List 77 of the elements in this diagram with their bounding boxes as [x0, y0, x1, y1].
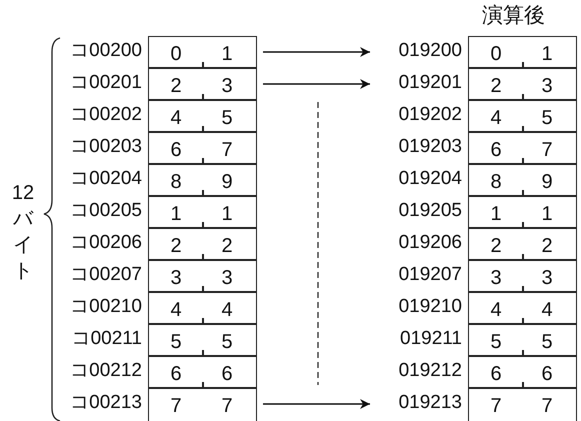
- address-label: 019212: [398, 360, 462, 382]
- digit: 4: [540, 299, 554, 321]
- digit: 3: [220, 267, 234, 289]
- digit: 2: [489, 235, 503, 257]
- address-label: コ00211: [70, 328, 142, 350]
- digit: 2: [540, 235, 554, 257]
- digit: 0: [489, 43, 503, 65]
- address-label: コ00206: [69, 232, 142, 254]
- digit: 4: [489, 107, 503, 129]
- address-label: 019207: [398, 264, 462, 286]
- address-label: コ00210: [69, 296, 142, 318]
- digit: 6: [489, 363, 503, 385]
- digit: 7: [169, 395, 183, 417]
- address-label: コ00203: [69, 136, 142, 158]
- digit: 2: [169, 75, 183, 97]
- digit: 1: [540, 43, 554, 65]
- address-label: 019203: [398, 136, 462, 158]
- digit: 4: [169, 107, 183, 129]
- digit: 5: [540, 331, 554, 353]
- digit: 8: [169, 171, 183, 193]
- address-label: コ00207: [69, 264, 142, 286]
- digit: 7: [540, 139, 554, 161]
- digit: 5: [220, 331, 234, 353]
- address-label: コ00201: [69, 72, 142, 94]
- digit: 1: [220, 43, 234, 65]
- digit: 7: [540, 395, 554, 417]
- digit: 8: [489, 171, 503, 193]
- address-label: 019200: [398, 40, 462, 62]
- address-label: 019213: [398, 392, 462, 414]
- digit: 1: [220, 203, 234, 225]
- address-label: 019210: [398, 296, 462, 318]
- address-label: 019204: [398, 168, 462, 190]
- digit: 3: [169, 267, 183, 289]
- digit: 7: [489, 395, 503, 417]
- address-label: コ00205: [69, 200, 142, 222]
- digit: 7: [220, 139, 234, 161]
- digit: 6: [169, 363, 183, 385]
- digit: 5: [540, 107, 554, 129]
- address-label: 019201: [398, 72, 462, 94]
- digit: 6: [489, 139, 503, 161]
- address-label: コ00200: [69, 40, 142, 62]
- address-label: コ00204: [69, 168, 142, 190]
- digit: 3: [489, 267, 503, 289]
- column-heading: 演算後: [482, 4, 546, 28]
- digit: 1: [489, 203, 503, 225]
- digit: 0: [169, 43, 183, 65]
- digit: 1: [169, 203, 183, 225]
- digit: 3: [540, 267, 554, 289]
- size-label: 12バイト: [10, 181, 36, 284]
- digit: 6: [169, 139, 183, 161]
- address-label: コ00212: [69, 360, 142, 382]
- arrow: [263, 79, 370, 89]
- digit: 7: [220, 395, 234, 417]
- digit: 3: [540, 75, 554, 97]
- digit: 5: [489, 331, 503, 353]
- digit: 3: [220, 75, 234, 97]
- digit: 1: [540, 203, 554, 225]
- address-label: 019206: [398, 232, 462, 254]
- digit: 2: [489, 75, 503, 97]
- digit: 4: [220, 299, 234, 321]
- address-label: コ00213: [69, 392, 142, 414]
- address-label: コ00202: [69, 104, 142, 126]
- digit: 2: [220, 235, 234, 257]
- digit: 9: [540, 171, 554, 193]
- arrow: [263, 47, 370, 57]
- digit: 6: [220, 363, 234, 385]
- arrow: [263, 399, 370, 409]
- digit: 4: [489, 299, 503, 321]
- digit: 5: [169, 331, 183, 353]
- digit: 6: [540, 363, 554, 385]
- digit: 4: [169, 299, 183, 321]
- address-label: 019205: [398, 200, 462, 222]
- digit: 9: [220, 171, 234, 193]
- digit: 2: [169, 235, 183, 257]
- address-label: 019211: [399, 328, 462, 350]
- digit: 5: [220, 107, 234, 129]
- address-label: 019202: [398, 104, 462, 126]
